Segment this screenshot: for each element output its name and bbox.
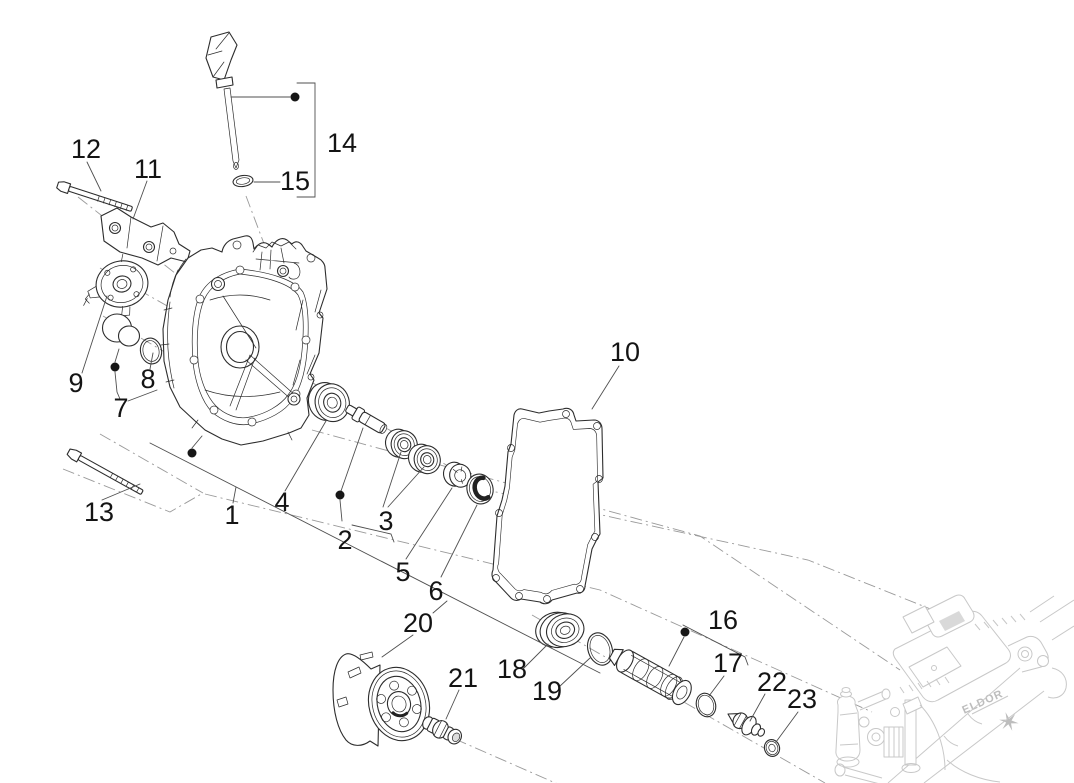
engine-block-ghost: ELDOR ✶ [834,594,1074,783]
part-label-16: 16 [708,605,738,635]
bearing-4-drawing [307,382,350,423]
leader-13 [101,483,141,501]
oring-8-drawing [139,337,163,365]
part-label-8: 8 [140,364,155,394]
oring-17-drawing [695,692,717,718]
strainer-16-drawing [608,648,692,706]
bushing-7-drawing [101,313,141,347]
leader-20 [381,600,448,658]
part-label-4: 4 [274,487,289,517]
dipstick-drawing [205,31,240,170]
leader-23 [775,711,799,743]
part-label-3: 3 [378,506,393,536]
part-label-18: 18 [497,654,527,684]
ecu-body [892,610,1011,703]
cap-18-drawing [535,611,585,649]
bullet-marker-7 [110,362,120,372]
axis-line [62,468,204,513]
leader-lines [81,82,799,743]
part-label-12: 12 [71,134,101,164]
part-label-10: 10 [610,337,640,367]
leader-2 [339,427,395,543]
flywheel-cover-drawing [160,235,328,446]
shaft-2-drawing [345,404,388,434]
bullet-marker-2 [335,490,345,500]
bullet-marker-16 [680,627,690,637]
reservoir [835,695,861,762]
part-label-17: 17 [713,648,743,678]
leader-6 [440,504,478,578]
seal-6-drawing [466,473,494,505]
part-label-5: 5 [395,557,410,587]
bearing-3a-drawing [384,428,418,460]
valve-22-drawing [727,712,766,737]
part-label-20: 20 [403,608,433,638]
part-label-1: 1 [224,500,239,530]
axis-line [245,195,267,250]
leader-14-bracket [230,82,316,198]
part-label-9: 9 [68,368,83,398]
oil-filter-drawing [332,651,431,747]
leader-21 [445,689,460,720]
axis-line [454,738,557,783]
leader-9 [81,295,108,374]
part-label-15: 15 [280,166,310,196]
bullet-marker-1 [187,448,197,458]
leader-3 [382,451,425,508]
axis-line [204,493,873,713]
part-label-21: 21 [448,663,478,693]
leader-5 [405,487,453,560]
leader-8 [149,352,154,370]
leader-11 [132,180,148,220]
part-label-13: 13 [84,497,114,527]
leader-10 [591,365,620,410]
washer-23-drawing [763,739,781,757]
leader-4 [284,420,327,492]
leader-19 [558,657,591,688]
flange-9-drawing [83,253,149,317]
part-label-2: 2 [337,525,352,555]
part-label-11: 11 [134,154,162,184]
part-drawings [56,31,781,757]
axis-line [311,429,901,671]
leader-17 [708,675,725,697]
part-label-7: 7 [113,393,128,423]
bearing-3b-drawing [407,443,441,475]
dipstick-oring-drawing [232,174,254,188]
part-label-22: 22 [757,667,787,697]
bracket-11-drawing [100,207,191,266]
axis-line [99,433,204,494]
leader-12 [86,161,102,192]
part-labels: 1 2 3 4 5 6 7 8 9 10 11 12 13 14 15 16 1… [68,128,817,714]
gasket-10-drawing [491,407,604,605]
bullet-marker-14 [290,92,300,102]
part-label-6: 6 [428,576,443,606]
part-label-19: 19 [532,676,562,706]
oring-19-drawing [586,632,614,666]
part-label-14: 14 [327,128,357,158]
gasket-bolt-holes [492,410,603,603]
leader-7 [114,348,158,402]
bolt-13-drawing [66,448,144,495]
leader-16 [668,624,749,667]
nut-5-drawing [442,461,472,488]
star-logo-icon: ✶ [994,705,1025,741]
fitting-21-drawing [422,716,462,745]
leader-1 [149,435,601,674]
part-label-23: 23 [787,684,817,714]
leader-18 [522,643,549,670]
bolt-12-drawing [56,181,133,212]
leader-22 [749,693,766,722]
